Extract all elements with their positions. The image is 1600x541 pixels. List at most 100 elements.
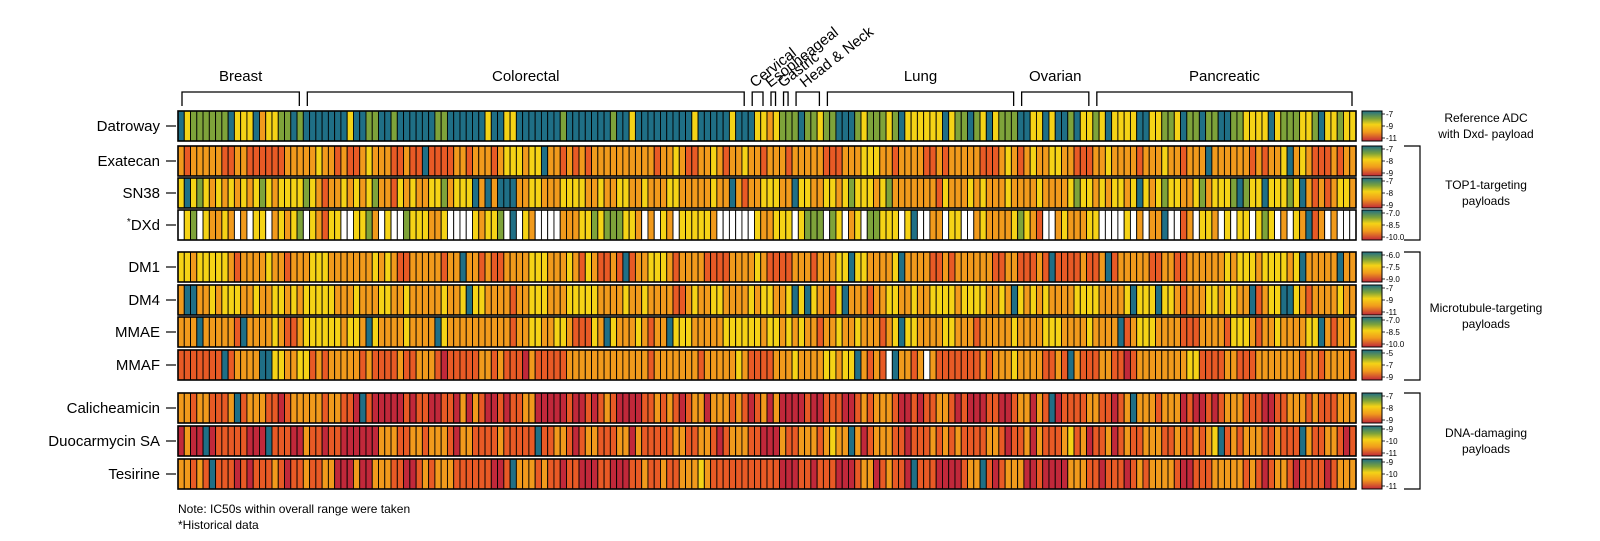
heatmap-cell xyxy=(923,349,931,381)
heatmap-cell xyxy=(735,284,743,316)
heatmap-cell xyxy=(1029,392,1037,424)
heatmap-cell xyxy=(559,110,567,142)
heatmap-cell xyxy=(1004,425,1012,457)
heatmap-cell xyxy=(221,110,229,142)
heatmap-cell xyxy=(942,110,950,142)
heatmap-cell xyxy=(1092,251,1100,283)
heatmap-cell xyxy=(1192,251,1200,283)
heatmap-cell xyxy=(315,284,323,316)
heatmap-cell xyxy=(1180,177,1188,209)
heatmap-cell xyxy=(459,458,467,490)
heatmap-cell xyxy=(898,349,906,381)
row-2: SN38 xyxy=(122,177,1357,209)
heatmap-cell xyxy=(309,284,317,316)
heatmap-cell xyxy=(327,316,336,348)
heatmap-cell xyxy=(810,177,818,209)
heatmap-cell xyxy=(985,349,994,381)
heatmap-cell xyxy=(672,284,680,316)
heatmap-cell xyxy=(860,145,868,177)
heatmap-cell xyxy=(791,145,799,177)
heatmap-cell xyxy=(1067,349,1075,381)
heatmap-cell xyxy=(196,209,204,241)
heatmap-cell xyxy=(898,316,906,348)
heatmap-cell xyxy=(1230,458,1238,490)
heatmap-cell xyxy=(716,110,724,142)
row-3: *DXd xyxy=(127,209,1357,241)
heatmap-cell xyxy=(1267,145,1276,177)
heatmap-cell xyxy=(240,316,248,348)
heatmap-cell xyxy=(1054,145,1062,177)
heatmap-cell xyxy=(1155,110,1163,142)
heatmap-cell xyxy=(1343,145,1351,177)
heatmap-cell xyxy=(315,209,323,241)
heatmap-cell xyxy=(1042,458,1050,490)
heatmap-cell xyxy=(603,284,611,316)
heatmap-cell xyxy=(609,425,618,457)
heatmap-cell xyxy=(1123,284,1131,316)
heatmap-cell xyxy=(1054,316,1062,348)
heatmap-cell xyxy=(221,284,229,316)
heatmap-cell xyxy=(960,110,968,142)
legend-tick-label: -7 xyxy=(1386,392,1394,401)
heatmap-cell xyxy=(1274,349,1282,381)
legend-tick-label: -9 xyxy=(1386,416,1394,425)
heatmap-cell xyxy=(302,349,311,381)
heatmap-cell xyxy=(490,209,499,241)
heatmap-cell xyxy=(503,316,511,348)
heatmap-cell xyxy=(290,284,298,316)
heatmap-cell xyxy=(898,209,906,241)
heatmap-cell xyxy=(296,145,304,177)
heatmap-cell xyxy=(365,177,373,209)
heatmap-cell xyxy=(259,425,267,457)
heatmap-cell xyxy=(1004,284,1012,316)
legend-tick-label: -10 xyxy=(1386,470,1398,479)
heatmap-cell xyxy=(1173,110,1182,142)
heatmap-cell xyxy=(1061,284,1069,316)
heatmap-cell xyxy=(973,145,981,177)
heatmap-cell xyxy=(822,251,831,283)
heatmap-cell xyxy=(259,145,267,177)
heatmap-cell xyxy=(315,349,323,381)
heatmap-cell xyxy=(1086,177,1094,209)
heatmap-cell xyxy=(741,284,749,316)
heatmap-cell xyxy=(233,316,242,348)
heatmap-cell xyxy=(628,425,636,457)
heatmap-cell xyxy=(879,251,887,283)
heatmap-cell xyxy=(428,110,436,142)
heatmap-cell xyxy=(879,209,887,241)
heatmap-cell xyxy=(1305,209,1313,241)
heatmap-cell xyxy=(1029,251,1037,283)
heatmap-cell xyxy=(1330,284,1338,316)
heatmap-cell xyxy=(215,392,223,424)
heatmap-cell xyxy=(384,284,392,316)
row-label-1: Exatecan xyxy=(97,153,160,170)
heatmap-cell xyxy=(1242,145,1250,177)
heatmap-cell xyxy=(559,251,567,283)
legend-tick-label: -9 xyxy=(1386,458,1394,467)
heatmap-cell xyxy=(1255,145,1263,177)
heatmap-cell xyxy=(754,316,762,348)
heatmap-cell xyxy=(703,458,712,490)
heatmap-cell xyxy=(540,209,549,241)
heatmap-cell xyxy=(1324,110,1332,142)
heatmap-cell xyxy=(660,392,668,424)
heatmap-cell xyxy=(1086,251,1094,283)
legend-tick-label: -11 xyxy=(1386,308,1398,317)
heatmap-cell xyxy=(634,177,643,209)
heatmap-cell xyxy=(647,425,655,457)
heatmap-cell xyxy=(522,349,530,381)
heatmap-cell xyxy=(728,251,737,283)
heatmap-cell xyxy=(929,177,937,209)
heatmap-cell xyxy=(1129,392,1138,424)
heatmap-cell xyxy=(1205,349,1213,381)
legend-tick-label: -7.5 xyxy=(1386,263,1400,272)
legend-tick-label: -8.5 xyxy=(1386,328,1400,337)
heatmap-cell xyxy=(259,458,267,490)
heatmap-cell xyxy=(1280,251,1288,283)
heatmap-cell xyxy=(315,145,323,177)
heatmap-cell xyxy=(854,392,862,424)
heatmap-cell xyxy=(472,209,480,241)
heatmap-cell xyxy=(816,251,824,283)
heatmap-cell xyxy=(935,145,943,177)
heatmap-cell xyxy=(1249,110,1257,142)
